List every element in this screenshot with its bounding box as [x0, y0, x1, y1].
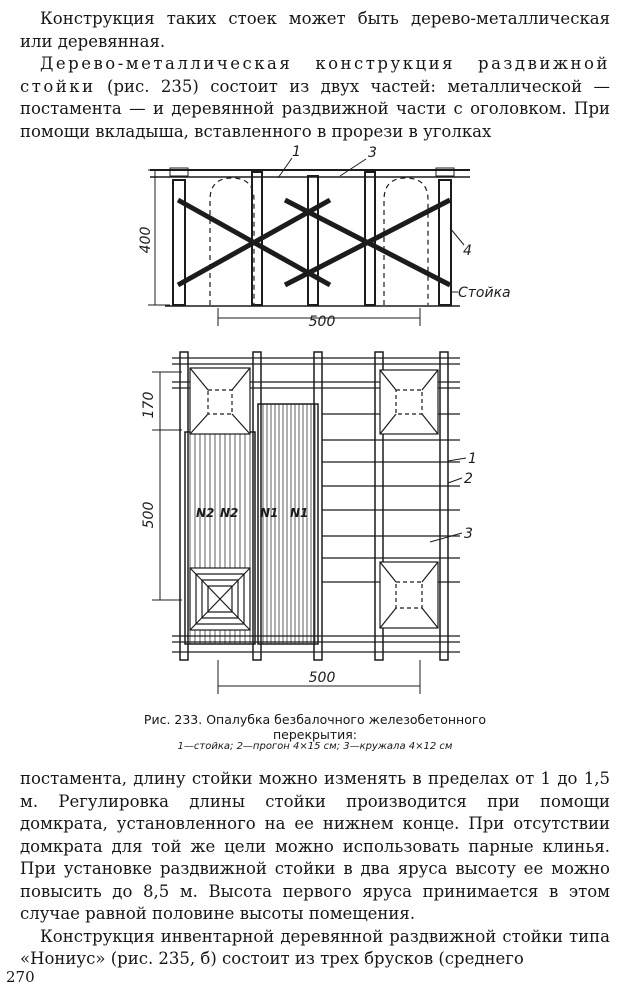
- page-number: 270: [6, 968, 35, 986]
- caption-line-1: Рис. 233. Опалубка безбалочного железобе…: [143, 712, 487, 727]
- plan-label-2: 2: [464, 471, 473, 487]
- elevation-label-4: 4: [463, 243, 472, 259]
- elevation-span-dimension: 500: [309, 314, 336, 330]
- panel-label-n2-a: N2: [196, 506, 214, 520]
- elevation-height-dimension: 400: [138, 227, 154, 254]
- figure-legend: 1—стойка; 2—прогон 4×15 см; 3—кружала 4×…: [177, 741, 453, 752]
- plan-dimension-170: 170: [141, 392, 157, 419]
- paragraph-continuation: (рис. 235) состоит из двух частей: метал…: [20, 76, 610, 141]
- plan-label-3: 3: [464, 526, 473, 542]
- paragraph-adjustment: постамента, длину стойки можно изменять …: [20, 769, 610, 923]
- elevation-label-1: 1: [292, 144, 301, 160]
- caption-line-2: перекрытия:: [273, 727, 357, 742]
- paragraph-nonius: Конструкция инвентарной деревянной раздв…: [20, 926, 610, 969]
- plan-label-1: 1: [468, 451, 477, 467]
- plan-view: 170 500 500 N2 N2 N1 N1 1 2 3: [141, 351, 477, 694]
- elevation-label-3: 3: [368, 145, 377, 161]
- intro-text-block: Конструкция таких стоек может быть дерев…: [20, 8, 610, 143]
- plan-dimension-500-vertical: 500: [141, 502, 157, 529]
- elevation-label-post: Стойка: [458, 285, 511, 301]
- plan-dimension-500-horizontal: 500: [309, 670, 336, 686]
- panel-label-n2-b: N2: [220, 506, 238, 520]
- figure-caption: Рис. 233. Опалубка безбалочного железобе…: [0, 712, 630, 742]
- elevation-view: 400 500 1 3 4 Стойка: [138, 144, 511, 330]
- paragraph-telescopic-post: Дерево-металлическая конструкция раздвиж…: [20, 53, 610, 143]
- paragraph-intro: Конструкция таких стоек может быть дерев…: [20, 9, 610, 51]
- body-text-block: постамента, длину стойки можно изменять …: [20, 768, 610, 971]
- panel-label-n1-a: N1: [260, 506, 278, 520]
- spaced-lead: Дерево-металлическая конструкция раздвиж…: [20, 54, 610, 96]
- formwork-figure: 400 500 1 3 4 Стойка: [138, 144, 511, 694]
- panel-label-n1-b: N1: [290, 506, 308, 520]
